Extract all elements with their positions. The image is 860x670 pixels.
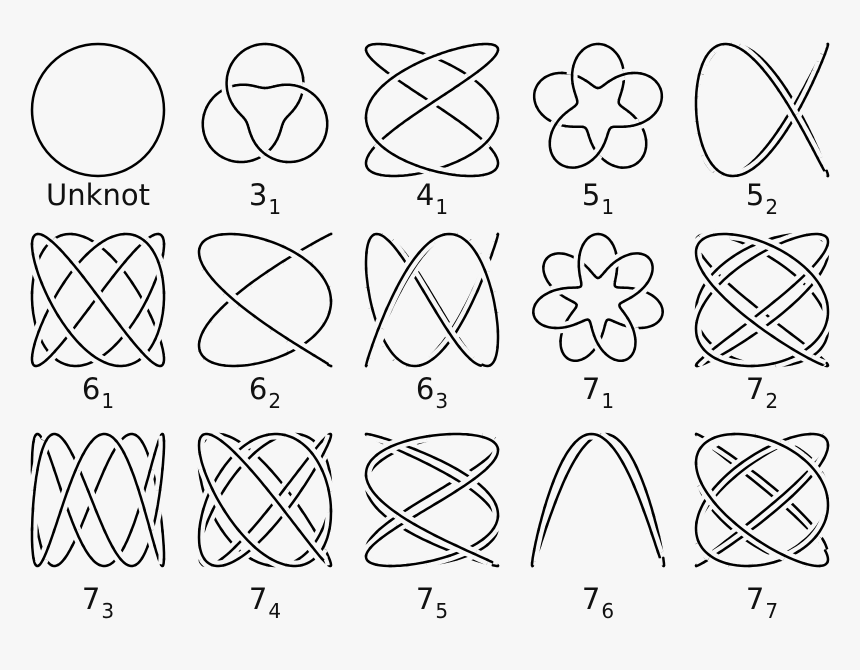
knot-label: 76 — [528, 582, 668, 623]
knot-label-main: 7 — [81, 582, 101, 616]
knot-strand — [327, 556, 333, 567]
knot-4-1 — [360, 38, 504, 182]
knot-label-index: 1 — [101, 389, 115, 413]
knot-label-index: 1 — [601, 195, 615, 219]
knot-label: 61 — [28, 372, 168, 413]
knot-strand — [823, 549, 830, 564]
knot-label-index: 7 — [765, 599, 779, 623]
knot-label-index: 1 — [435, 195, 449, 219]
knot-label-main: 7 — [248, 582, 268, 616]
knot-strand — [662, 556, 666, 568]
knot-label-index: 1 — [601, 389, 615, 413]
knot-7-2 — [690, 228, 834, 372]
knot-strand — [825, 169, 830, 177]
knot-label-index: 2 — [765, 195, 779, 219]
knot-label: 63 — [362, 372, 502, 413]
knot-label-main: Unknot — [46, 178, 150, 212]
knot-label-main: 5 — [745, 178, 765, 212]
knot-7-4 — [193, 428, 337, 572]
knot-7-5 — [360, 428, 504, 572]
knot-strand — [587, 42, 600, 48]
knot-strand — [496, 159, 500, 168]
knot-label-main: 7 — [581, 372, 601, 406]
knot-label: Unknot — [28, 178, 168, 212]
knot-6-3 — [360, 226, 504, 374]
knot-label-main: 6 — [248, 372, 268, 406]
knot-label: 71 — [528, 372, 668, 413]
knot-label-index: 2 — [268, 389, 282, 413]
knot-5-2 — [690, 38, 834, 182]
unknot-circle — [30, 42, 166, 178]
knot-7-7 — [689, 428, 834, 572]
knot-label-index: 4 — [268, 599, 282, 623]
knot-label-main: 6 — [81, 372, 101, 406]
knot-7-1 — [527, 228, 669, 367]
knot-strand — [587, 232, 600, 239]
knot-7-3 — [26, 428, 170, 572]
knot-strand — [162, 353, 166, 365]
knot-label-index: 5 — [435, 599, 449, 623]
knot-label-main: 7 — [745, 582, 765, 616]
knot-label-main: 4 — [415, 178, 435, 212]
knot-6-1 — [26, 228, 170, 372]
knot-label: 74 — [195, 582, 335, 623]
knot-label: 77 — [692, 582, 832, 623]
knot-7-6 — [526, 428, 670, 573]
knot-strand — [825, 361, 830, 368]
knot-label-main: 5 — [581, 178, 601, 212]
knot-label: 62 — [195, 372, 335, 413]
knot-unknot — [30, 42, 166, 178]
knot-strand — [326, 363, 333, 368]
knot-label-main: 7 — [581, 582, 601, 616]
knot-label: 72 — [692, 372, 832, 413]
knot-strand — [491, 564, 500, 568]
knot-label: 41 — [362, 178, 502, 219]
knot-label-index: 3 — [101, 599, 115, 623]
knot-label-main: 7 — [415, 582, 435, 616]
knot-3-1 — [197, 38, 333, 168]
knot-label-main: 7 — [745, 372, 765, 406]
knot-label: 52 — [692, 178, 832, 219]
knot-label-index: 3 — [435, 389, 449, 413]
knot-label-index: 1 — [268, 195, 282, 219]
knot-label-main: 3 — [248, 178, 268, 212]
knot-label: 75 — [362, 582, 502, 623]
knot-5-1 — [528, 38, 668, 174]
knot-label: 31 — [195, 178, 335, 219]
knot-label: 51 — [528, 178, 668, 219]
knot-strand — [254, 42, 267, 47]
knot-6-2 — [193, 228, 337, 372]
knot-strand — [481, 363, 492, 368]
knot-label-index: 6 — [601, 599, 615, 623]
knot-label-index: 2 — [765, 389, 779, 413]
knot-label: 73 — [28, 582, 168, 623]
knot-label-main: 6 — [415, 372, 435, 406]
